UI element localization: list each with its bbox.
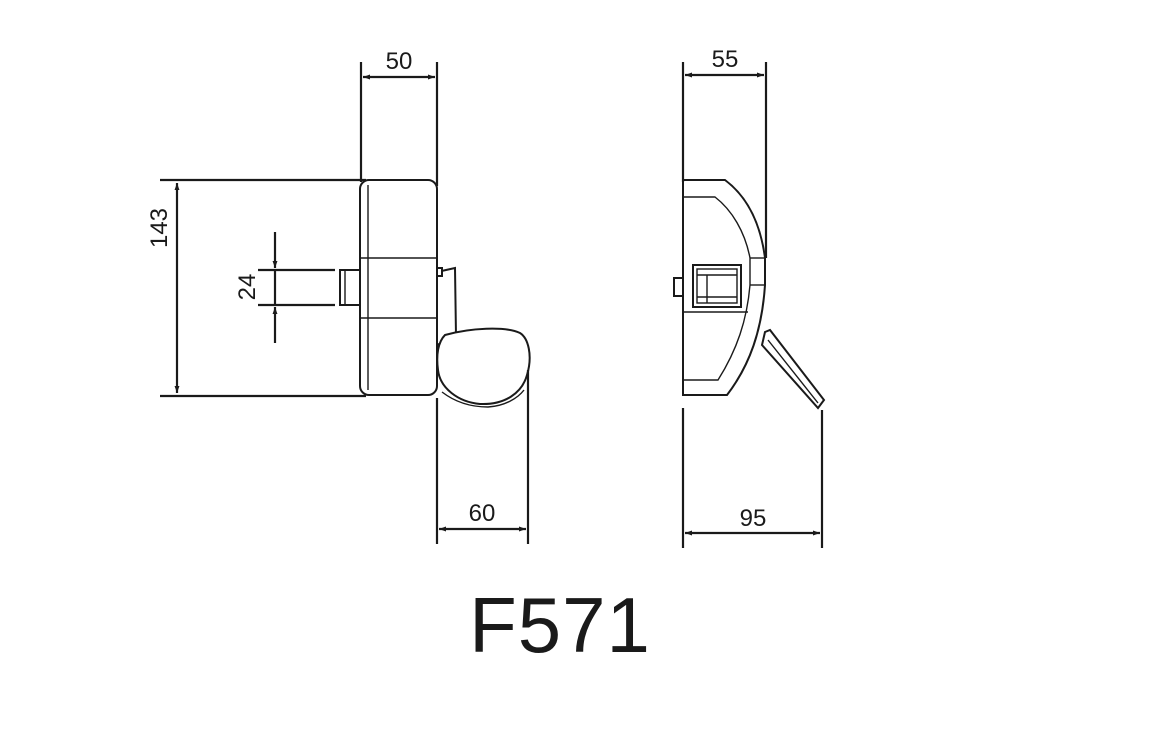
lock-body	[359, 179, 438, 396]
latch-bolt	[339, 269, 361, 306]
dim-height: 143	[146, 208, 173, 248]
dim-depth-bottom: 95	[740, 505, 767, 532]
dim-bolt-height: 24	[234, 274, 261, 301]
front-view: 50 143 24 60	[146, 48, 531, 544]
dim-depth-top: 55	[712, 46, 739, 73]
side-window	[692, 264, 742, 308]
side-view: 55 95	[673, 46, 826, 548]
lever-paddle	[436, 327, 531, 406]
model-number: F571	[469, 581, 651, 669]
dim-lever-width: 60	[469, 500, 496, 527]
dim-width-top: 50	[386, 48, 413, 75]
side-lever	[760, 328, 826, 410]
